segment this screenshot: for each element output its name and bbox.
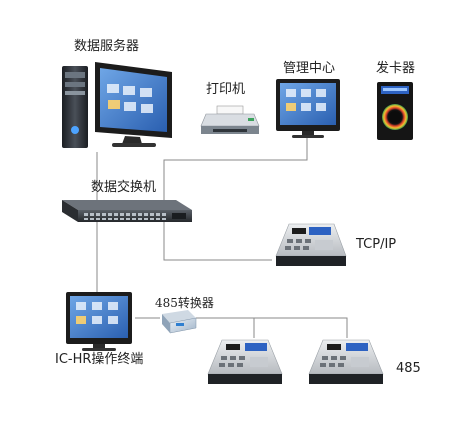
printer-icon bbox=[200, 105, 260, 134]
tcp-ip-terminal-icon bbox=[275, 223, 347, 266]
label-converter-485: 485转换器 bbox=[155, 296, 214, 310]
label-printer: 打印机 bbox=[206, 82, 246, 97]
link-switch-management bbox=[163, 137, 308, 200]
label-rs485: 485 bbox=[396, 361, 421, 376]
label-tcp-ip: TCP/IP bbox=[356, 237, 397, 252]
data-switch-icon bbox=[62, 200, 192, 222]
rs485-terminal-1-icon bbox=[207, 339, 283, 384]
ic-hr-terminal-icon bbox=[66, 292, 132, 351]
link-converter-bus bbox=[196, 317, 348, 338]
label-data-switch: 数据交换机 bbox=[91, 180, 157, 195]
rs485-terminal-2-icon bbox=[308, 339, 384, 384]
label-card-issuer: 发卡器 bbox=[376, 61, 416, 76]
data-server-icon bbox=[62, 62, 172, 148]
converter-485-icon bbox=[162, 310, 197, 334]
link-switch-tcp-terminal bbox=[163, 222, 272, 261]
label-ic-hr-terminal: IC-HR操作终端 bbox=[55, 352, 144, 367]
connection-lines bbox=[96, 137, 348, 338]
label-data-server: 数据服务器 bbox=[74, 39, 140, 54]
card-issuer-icon bbox=[377, 82, 413, 140]
management-center-icon bbox=[276, 79, 340, 138]
label-management-center: 管理中心 bbox=[283, 61, 336, 76]
